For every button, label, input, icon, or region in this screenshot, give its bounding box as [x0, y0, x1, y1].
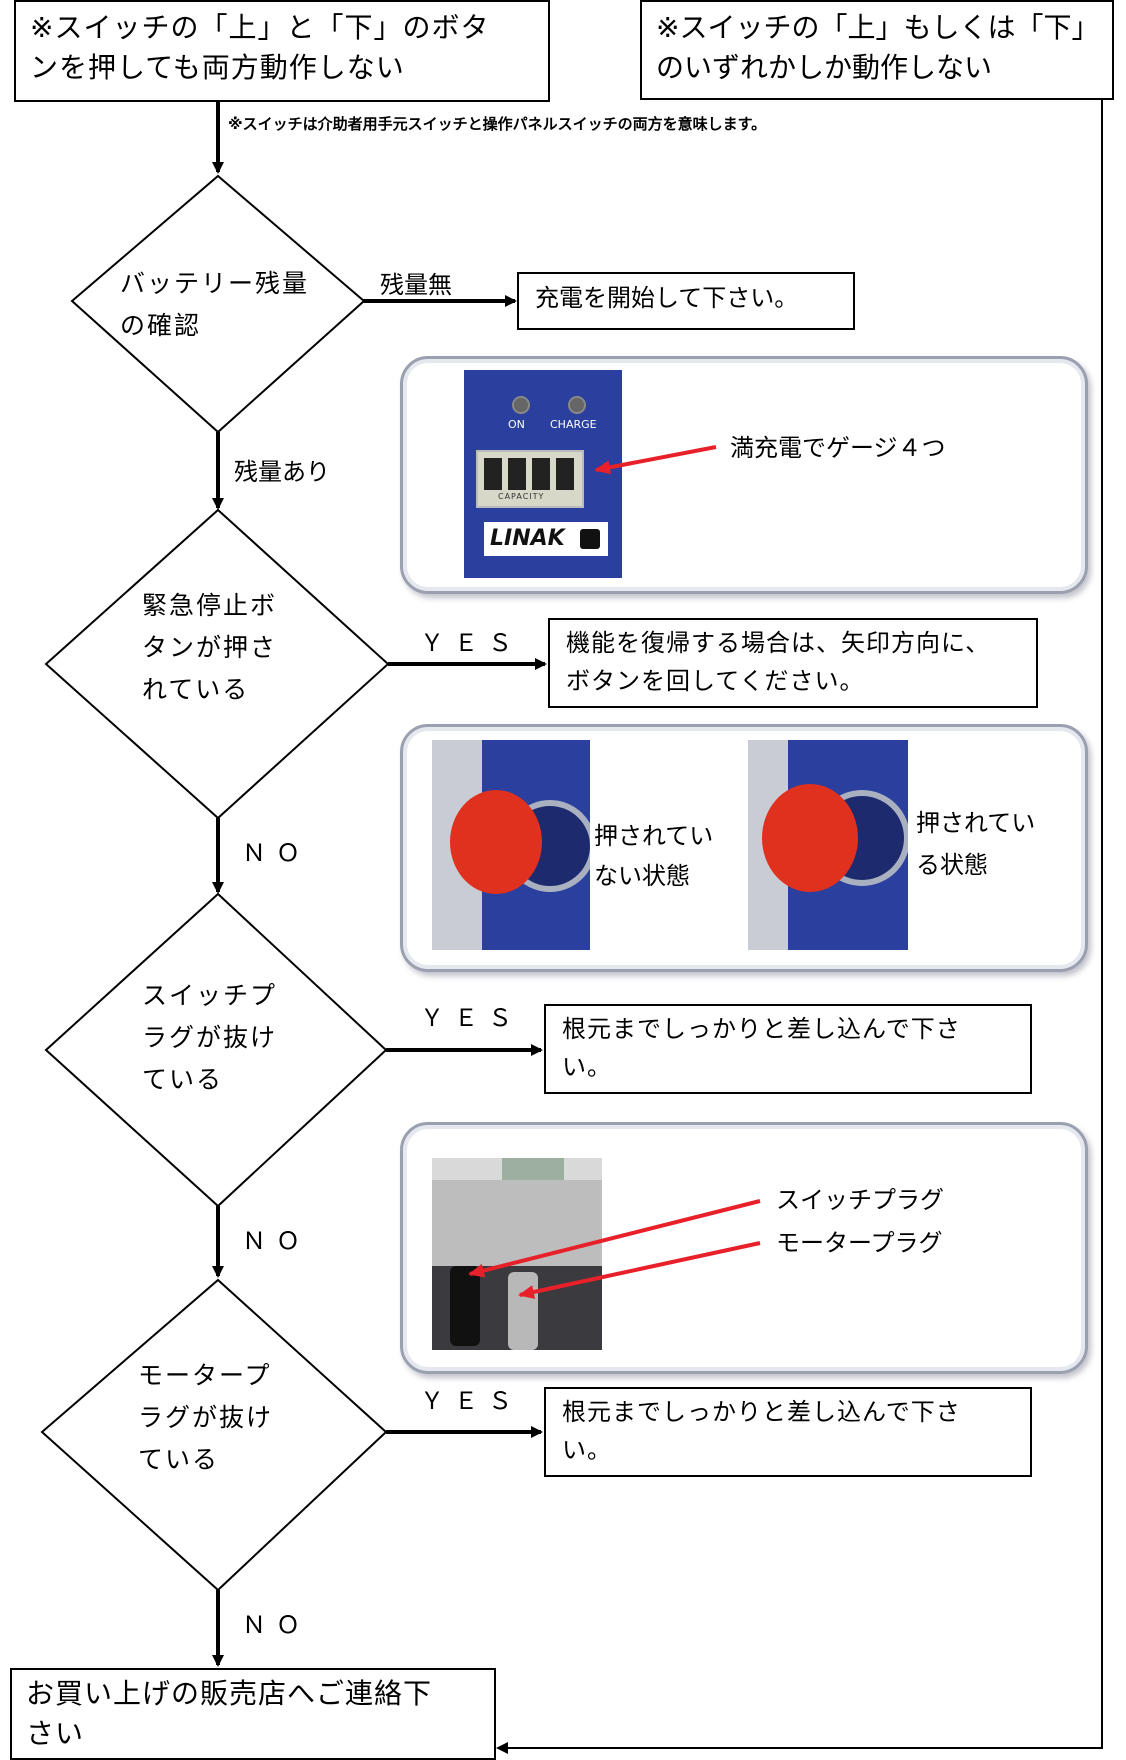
motor-plug-question-line2: ラグが抜け: [138, 1403, 274, 1432]
right-loop-arrow: [496, 100, 1103, 1754]
emergency-question-line2: タンが押さ: [142, 633, 278, 662]
switch-insert-line1: 根元までしっかりと差し込んで下さ: [562, 1015, 961, 1043]
linak-mark-icon: [580, 529, 600, 549]
charge-action-text: 充電を開始して下さい。: [535, 284, 799, 312]
switch-plug-no-label: ＮＯ: [242, 1227, 310, 1255]
header-left-line2: ンを押しても両方動作しない: [30, 51, 405, 84]
final-line2: さい: [26, 1717, 85, 1750]
motor-plug-question-line1: モータープ: [138, 1361, 272, 1390]
callout-switch-plug: スイッチプラグ: [776, 1186, 944, 1214]
switch-plug-yes-label: ＹＥＳ: [420, 1004, 522, 1032]
switch-plug-question-line2: ラグが抜け: [142, 1023, 278, 1052]
emergency-question-line3: れている: [142, 675, 250, 704]
motor-plug-no-label: ＮＯ: [242, 1611, 310, 1639]
state-not-pressed: 押されてい ない状態: [594, 816, 713, 896]
charge-label: CHARGE: [550, 418, 597, 431]
restore-action-line1: 機能を復帰する場合は、矢印方向に、: [566, 629, 991, 657]
state-pressed-line2: る状態: [916, 851, 988, 879]
emergency-diamond: [44, 508, 390, 820]
state-not-pressed-line1: 押されてい: [594, 822, 714, 850]
battery-diamond: [70, 174, 366, 434]
state-not-pressed-line2: ない状態: [594, 862, 690, 890]
battery-gauge: CAPACITY: [476, 450, 584, 508]
header-right-line1: ※スイッチの「上」もしくは「下」: [656, 11, 1100, 44]
battery-question: バッテリー残量 の確認: [120, 263, 309, 347]
state-pressed-line1: 押されてい: [916, 809, 1036, 837]
motor-plug-icon: [508, 1272, 538, 1350]
linak-logo: LINAK: [484, 522, 608, 556]
header-left-box: ※スイッチの「上」と「下」のボタ ンを押しても両方動作しない: [14, 0, 550, 102]
restore-action-box: 機能を復帰する場合は、矢印方向に、 ボタンを回してください。: [548, 618, 1038, 708]
pressed-photo: [748, 740, 908, 950]
emergency-yes-label: ＹＥＳ: [420, 629, 522, 657]
callout-motor-plug: モータープラグ: [776, 1229, 943, 1257]
switch-insert-action-box: 根元までしっかりと差し込んで下さ い。: [544, 1004, 1032, 1094]
header-right-line2: のいずれかしか動作しない: [656, 51, 993, 84]
switch-insert-line2: い。: [562, 1053, 612, 1081]
battery-callout: 満充電でゲージ４つ: [730, 434, 946, 462]
charge-action-box: 充電を開始して下さい。: [517, 272, 855, 330]
switch-plug-question-line1: スイッチプ: [142, 981, 278, 1010]
final-line1: お買い上げの販売店へご連絡下: [26, 1677, 433, 1710]
restore-action-line2: ボタンを回してください。: [566, 667, 865, 695]
emergency-no-label: ＮＯ: [242, 839, 310, 867]
motor-plug-yes-label: ＹＥＳ: [420, 1387, 522, 1415]
header-left-line1: ※スイッチの「上」と「下」のボタ: [30, 11, 490, 44]
motor-insert-action-box: 根元までしっかりと差し込んで下さ い。: [544, 1387, 1032, 1477]
battery-photo: ON CHARGE CAPACITY LINAK: [464, 370, 622, 578]
not-pressed-photo: [432, 740, 590, 950]
on-led-icon: [512, 396, 530, 414]
branch-none-label: 残量無: [380, 271, 452, 299]
motor-plug-question: モータープ ラグが抜け ている: [138, 1355, 273, 1481]
plug-photo: [432, 1158, 602, 1350]
switch-plug-diamond: [44, 892, 388, 1208]
switch-plug-icon: [450, 1266, 480, 1346]
emergency-question: 緊急停止ボ タンが押さ れている: [142, 585, 277, 711]
branch-ok-label: 残量あり: [234, 458, 330, 486]
state-pressed: 押されてい る状態: [916, 802, 1035, 886]
emergency-button-pressed-icon: [762, 784, 858, 892]
motor-insert-line1: 根元までしっかりと差し込んで下さ: [562, 1398, 961, 1426]
emergency-question-line1: 緊急停止ボ: [142, 591, 278, 620]
switch-plug-question-line3: ている: [142, 1065, 224, 1094]
battery-question-line1: バッテリー残量: [120, 269, 310, 298]
battery-question-line2: の確認: [120, 311, 202, 340]
emergency-button-released-icon: [450, 790, 542, 894]
final-contact-box: お買い上げの販売店へご連絡下 さい: [10, 1668, 496, 1760]
motor-plug-diamond: [40, 1278, 388, 1592]
charge-led-icon: [568, 396, 586, 414]
switch-plug-question: スイッチプ ラグが抜け ている: [142, 975, 277, 1101]
header-note: ※スイッチは介助者用手元スイッチと操作パネルスイッチの両方を意味します。: [228, 115, 767, 133]
capacity-label: CAPACITY: [498, 492, 545, 501]
on-label: ON: [508, 418, 525, 431]
motor-insert-line2: い。: [562, 1436, 612, 1464]
header-right-box: ※スイッチの「上」もしくは「下」 のいずれかしか動作しない: [640, 0, 1114, 100]
motor-plug-question-line3: ている: [138, 1445, 220, 1474]
